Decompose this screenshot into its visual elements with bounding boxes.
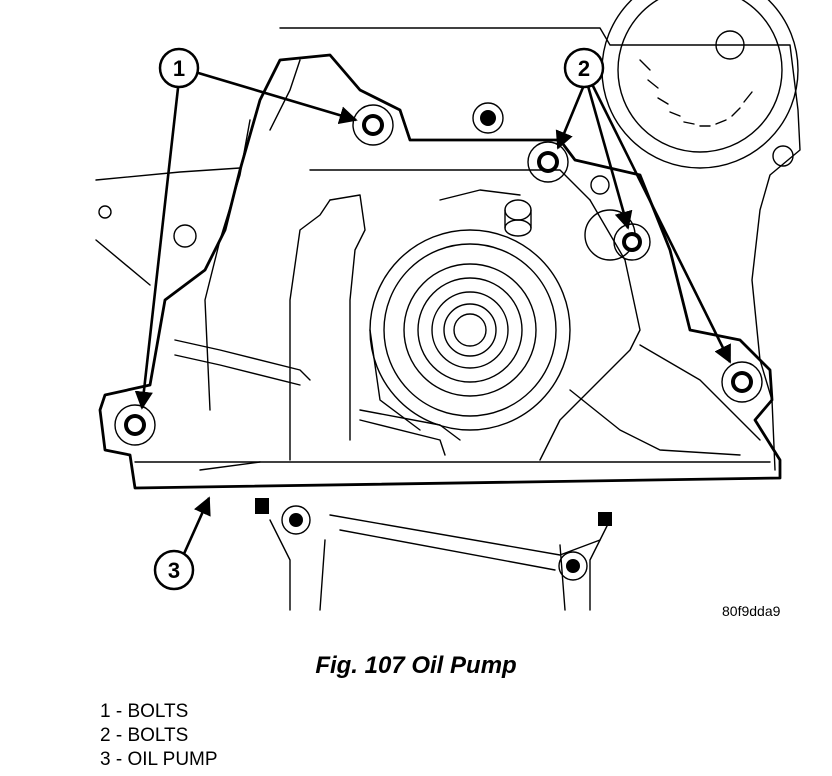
- bolt-2-c: [721, 361, 763, 403]
- bolt-2-b: [613, 223, 651, 261]
- oil-pump-diagram: 1 2 3: [95, 0, 801, 611]
- bolt-2-a: [527, 141, 569, 183]
- callout-leaders: [134, 70, 732, 557]
- callout-2-number: 2: [578, 56, 590, 81]
- legend-item: 1 - BOLTS: [100, 701, 189, 722]
- engine-block-outline: [95, 27, 801, 611]
- callout-1-number: 1: [173, 56, 185, 81]
- legend-list: 1 - BOLTS 2 - BOLTS 3 - OIL PUMP: [100, 700, 218, 772]
- relief-boss: [504, 199, 532, 237]
- figure-caption: Fig. 107 Oil Pump: [315, 652, 517, 679]
- legend-item: 2 - BOLTS: [100, 725, 189, 746]
- callout-2: 2: [563, 47, 605, 89]
- pump-housing: [98, 53, 782, 490]
- timing-gear: [601, 0, 799, 169]
- legend-item: 3 - OIL PUMP: [100, 749, 218, 770]
- pump-rotor: [369, 229, 571, 431]
- image-code: 80f9dda9: [722, 603, 781, 619]
- callout-1: 1: [158, 47, 200, 89]
- bolt-1-lower: [114, 404, 156, 446]
- bolt-1-upper: [352, 104, 394, 146]
- bolts: [114, 102, 794, 581]
- callout-3-number: 3: [168, 558, 180, 583]
- callout-3: 3: [153, 549, 195, 591]
